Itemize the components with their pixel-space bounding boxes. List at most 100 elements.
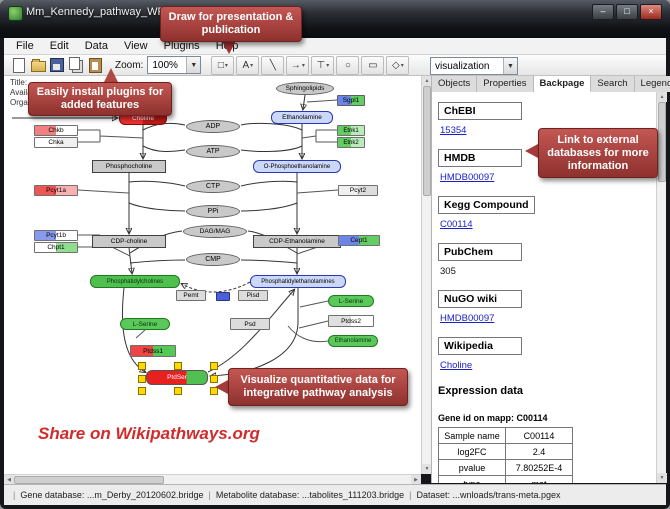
- arrow-tool[interactable]: →▾: [286, 55, 310, 75]
- pathway-node-pcyt1b[interactable]: Pcyt1b: [34, 230, 78, 241]
- pathway-node-adp[interactable]: ADP: [186, 120, 240, 133]
- pathway-node-chpt1[interactable]: Chpt1: [34, 242, 78, 253]
- backpage-section-pubchem: PubChem: [438, 243, 522, 261]
- menu-view[interactable]: View: [123, 40, 148, 52]
- scroll-left-icon[interactable]: ◀: [4, 475, 14, 485]
- pathway-node-chka[interactable]: Chka: [34, 137, 78, 148]
- pathway-node-sphingolipids[interactable]: Sphingolipids: [276, 82, 334, 95]
- maximize-button[interactable]: □: [616, 4, 638, 20]
- tab-properties[interactable]: Properties: [477, 76, 534, 92]
- pathway-node-phosphatidylcholines[interactable]: Phosphatidylcholines: [90, 275, 180, 288]
- horizontal-scroll-thumb[interactable]: [14, 476, 164, 484]
- menu-plugins[interactable]: Plugins: [163, 40, 200, 52]
- pathway-node-sgpl1[interactable]: Sgpl1: [337, 95, 365, 106]
- hmdb-link[interactable]: HMDB00097: [440, 172, 495, 183]
- tbar-tool[interactable]: ⊤▾: [311, 55, 335, 75]
- canvas-vertical-scrollbar[interactable]: ▲ ▼: [421, 76, 432, 474]
- pathway-node-ptdss1[interactable]: Ptdss1: [130, 345, 176, 357]
- pathway-node-phosphatidylserine[interactable]: PtdSer: [146, 370, 208, 385]
- pathway-node-pemt[interactable]: Pemt: [176, 290, 206, 301]
- pathway-node-ctp[interactable]: CTP: [186, 180, 240, 193]
- ellipse-tool[interactable]: ○: [336, 55, 360, 75]
- kegg-link[interactable]: C00114: [440, 219, 473, 230]
- pathway-node-psd[interactable]: Psd: [230, 318, 270, 330]
- selection-handle[interactable]: [174, 387, 182, 395]
- pathway-node-pisd[interactable]: Pisd: [238, 290, 268, 301]
- paste-icon[interactable]: [86, 56, 104, 74]
- tab-backpage[interactable]: Backpage: [533, 76, 592, 92]
- wikipedia-link[interactable]: Choline: [440, 360, 473, 371]
- pathway-node-label: Pisd: [246, 292, 260, 299]
- shape-tool[interactable]: ◇▾: [386, 55, 410, 75]
- pathway-node-o-phosphoethanolamine[interactable]: O-Phosphoethanolamine: [253, 160, 341, 173]
- pathway-node-ethanolamine-right[interactable]: Ethanolamine: [328, 335, 378, 347]
- pathway-node-chkb[interactable]: Chkb: [34, 125, 78, 136]
- selection-handle[interactable]: [138, 374, 146, 383]
- pathway-node-data-state[interactable]: [216, 292, 230, 301]
- selection-handle[interactable]: [174, 362, 182, 370]
- pathway-node-ppi[interactable]: PPi: [186, 205, 240, 218]
- tab-objects[interactable]: Objects: [432, 76, 478, 92]
- zoom-combobox[interactable]: 100% ▼: [147, 56, 202, 74]
- pathway-node-phosphocholine[interactable]: Phosphocholine: [92, 160, 166, 173]
- status-metabolite-database: Metabolite database: ...tabolites_111203…: [215, 490, 405, 500]
- table-row: log2FC 2.4: [438, 443, 573, 460]
- pathway-node-label: Ethanolamine: [334, 338, 372, 344]
- pathway-node-label: CTP: [206, 183, 220, 190]
- pathway-node-pcyt2[interactable]: Pcyt2: [338, 185, 378, 196]
- pathway-node-label: Pcyt2: [349, 187, 367, 194]
- line-tool[interactable]: ╲: [261, 55, 285, 75]
- nugo-link[interactable]: HMDB00097: [440, 313, 495, 324]
- pathway-node-label: Etnk2: [343, 139, 359, 146]
- pathway-node-cept1[interactable]: Cept1: [338, 235, 380, 246]
- visualization-dropdown-arrow[interactable]: ▼: [503, 58, 517, 74]
- pathway-node-etnk1[interactable]: Etnk1: [337, 125, 365, 136]
- menu-data[interactable]: Data: [84, 40, 108, 52]
- tab-search[interactable]: Search: [591, 76, 635, 92]
- vertical-scroll-thumb[interactable]: [423, 86, 431, 196]
- pathway-node-dag-mag[interactable]: DAG/MAG: [183, 225, 247, 238]
- minimize-button[interactable]: –: [592, 4, 614, 20]
- pathway-node-label: CDP-Ethanolamine: [269, 238, 325, 245]
- pathway-node-pcyt1a[interactable]: Pcyt1a: [34, 185, 78, 196]
- pathway-canvas[interactable]: Title: Availability: Organism:: [4, 76, 421, 474]
- panel-scroll-up-icon[interactable]: ▲: [657, 92, 667, 102]
- backpage-section-nugo: NuGO wiki: [438, 290, 522, 308]
- open-file-icon[interactable]: [29, 56, 47, 74]
- selection-handle[interactable]: [138, 362, 146, 370]
- panel-scroll-thumb[interactable]: [658, 102, 666, 182]
- gene-id-line: Gene id on mapp: C00114: [438, 413, 548, 423]
- selection-handle[interactable]: [138, 387, 146, 395]
- canvas-horizontal-scrollbar[interactable]: ◀ ▶: [4, 474, 421, 485]
- pathway-node-atp[interactable]: ATP: [186, 145, 240, 158]
- pathway-node-l-serine-right[interactable]: L-Serine: [328, 295, 374, 307]
- pathway-node-ptdss2[interactable]: Ptdss2: [328, 315, 374, 327]
- panel-scroll-down-icon[interactable]: ▼: [657, 473, 667, 483]
- pathway-node-etnk2[interactable]: Etnk2: [337, 137, 365, 148]
- menu-file[interactable]: File: [16, 40, 34, 52]
- rectangle-tool[interactable]: ▭: [361, 55, 385, 75]
- selection-handle[interactable]: [210, 362, 218, 370]
- pathway-node-l-serine-left[interactable]: L-Serine: [120, 318, 170, 330]
- pathway-node-cdp-choline[interactable]: CDP-choline: [92, 235, 166, 248]
- datanode-tool[interactable]: □▾: [211, 55, 235, 75]
- tab-legend[interactable]: Legend: [634, 76, 670, 92]
- label-tool[interactable]: A▾: [236, 55, 260, 75]
- scroll-up-icon[interactable]: ▲: [422, 76, 432, 86]
- pathway-node-cdp-ethanolamine[interactable]: CDP-Ethanolamine: [253, 235, 341, 248]
- panel-scrollbar[interactable]: ▲ ▼: [656, 92, 667, 483]
- pathway-node-ethanolamine-top[interactable]: Ethanolamine: [271, 111, 333, 124]
- visualization-combobox[interactable]: visualization ▼: [430, 57, 518, 75]
- app-icon: [8, 6, 23, 21]
- close-button[interactable]: ×: [640, 4, 662, 20]
- save-file-icon[interactable]: [48, 56, 66, 74]
- new-file-icon[interactable]: [10, 56, 28, 74]
- chebi-link[interactable]: 15354: [440, 125, 467, 136]
- pathway-node-cmp[interactable]: CMP: [186, 253, 240, 266]
- menu-edit[interactable]: Edit: [49, 40, 69, 52]
- scroll-right-icon[interactable]: ▶: [411, 475, 421, 485]
- copy-icon[interactable]: [67, 56, 85, 74]
- pathway-node-phosphatidylethanolamines[interactable]: Phosphatidylethanolamines: [250, 275, 346, 288]
- zoom-dropdown-arrow[interactable]: ▼: [186, 57, 201, 73]
- scroll-down-icon[interactable]: ▼: [422, 464, 432, 474]
